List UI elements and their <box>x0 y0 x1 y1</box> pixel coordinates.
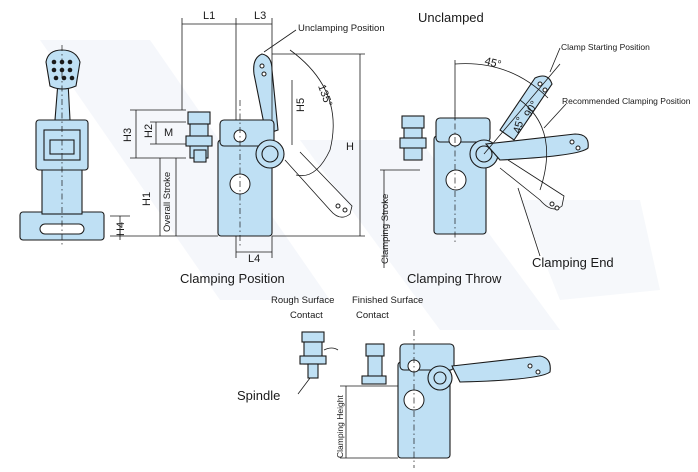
clamping-throw-view <box>380 47 589 268</box>
contact-detail-view <box>297 330 551 468</box>
label-unclamping-position: Unclamping Position <box>298 23 385 34</box>
angle-135: 135° <box>315 83 334 108</box>
label-clamping-stroke: Clamping Stroke <box>380 194 391 264</box>
dim-h5: H5 <box>295 98 307 112</box>
dim-h1: H1 <box>141 192 153 206</box>
dim-h: H <box>346 141 354 153</box>
label-clamping-end: Clamping End <box>532 255 614 270</box>
angle-45-inner: 45° <box>511 116 527 135</box>
label-unclamped: Unclamped <box>418 10 484 25</box>
label-overall-stroke: Overall Stroke <box>162 172 173 232</box>
label-clamping-throw: Clamping Throw <box>407 271 502 286</box>
dim-m: M <box>164 127 173 139</box>
label-clamp-starting-position: Clamp Starting Position <box>561 42 650 52</box>
clamping-position-view <box>110 18 365 258</box>
label-recommended-clamping-position: Recommended Clamping Position <box>562 96 691 106</box>
label-finished-surface-2: Contact <box>356 310 389 321</box>
angle-45-top: 45° <box>483 55 502 71</box>
dim-l1: L1 <box>203 10 215 22</box>
watermark <box>40 40 660 330</box>
label-clamping-height: Clamping Height <box>335 395 345 458</box>
label-spindle: Spindle <box>237 388 280 403</box>
dim-h3: H3 <box>122 128 134 142</box>
side-view <box>19 45 105 245</box>
dim-h4: H4 <box>115 222 127 236</box>
dim-l3: L3 <box>254 10 266 22</box>
label-finished-surface-1: Finished Surface <box>352 295 423 306</box>
label-rough-surface-2: Contact <box>290 310 323 321</box>
dim-l4: L4 <box>248 253 260 265</box>
label-clamping-position: Clamping Position <box>180 271 285 286</box>
dim-h2: H2 <box>143 124 155 138</box>
label-rough-surface-1: Rough Surface <box>271 295 334 306</box>
